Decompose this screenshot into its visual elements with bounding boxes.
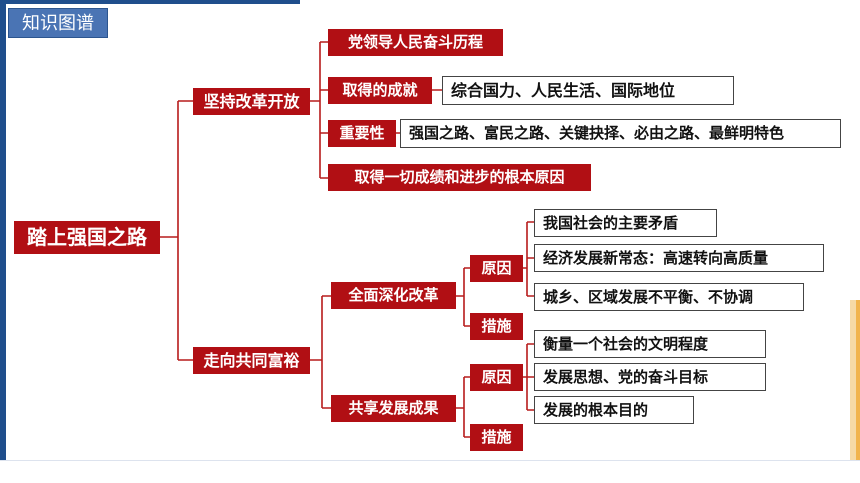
decorative-right-stripe-accent <box>856 300 860 483</box>
branch-common-prosperity: 走向共同富裕 <box>193 347 310 374</box>
root-node: 踏上强国之路 <box>14 221 160 254</box>
connector-details <box>396 89 442 134</box>
connector-reform <box>456 267 470 327</box>
frame-left-bar <box>0 0 6 483</box>
decorative-right-stripe <box>850 300 860 483</box>
connector-sharing <box>456 376 470 438</box>
connector-branch2 <box>310 295 331 409</box>
node-share-outcomes: 共享发展成果 <box>331 395 456 422</box>
connector-sharing-reasons <box>523 343 534 411</box>
connector-root <box>160 100 193 361</box>
branch-reform-opening: 坚持改革开放 <box>193 88 310 115</box>
reform-reason-item: 我国社会的主要矛盾 <box>534 209 717 237</box>
node-deepen-reform: 全面深化改革 <box>331 282 456 309</box>
sharing-reason-item: 发展思想、党的奋斗目标 <box>534 363 766 391</box>
frame-top-bar <box>0 0 300 4</box>
bottom-divider <box>0 460 860 461</box>
sharing-reason-item: 衡量一个社会的文明程度 <box>534 330 766 358</box>
reform-reason-item: 城乡、区域发展不平衡、不协调 <box>534 283 804 311</box>
node-importance-detail: 强国之路、富民之路、关键抉择、必由之路、最鲜明特色 <box>400 119 841 148</box>
connector-branch1 <box>310 41 328 179</box>
node-party-history: 党领导人民奋斗历程 <box>328 29 503 56</box>
bottom-bar <box>0 460 860 483</box>
node-achievements: 取得的成就 <box>328 77 432 104</box>
node-sharing-reason: 原因 <box>470 364 523 391</box>
sharing-reason-item: 发展的根本目的 <box>534 396 694 424</box>
reform-reason-item: 经济发展新常态：高速转向高质量 <box>534 244 824 272</box>
connector-reform-reasons <box>523 221 534 297</box>
node-achievements-detail: 综合国力、人民生活、国际地位 <box>442 76 734 105</box>
node-reform-measure: 措施 <box>470 313 523 340</box>
node-reform-reason: 原因 <box>470 255 523 282</box>
page-title: 知识图谱 <box>8 8 108 38</box>
node-sharing-measure: 措施 <box>470 424 523 451</box>
node-importance: 重要性 <box>328 120 396 147</box>
node-root-cause: 取得一切成绩和进步的根本原因 <box>328 164 591 191</box>
